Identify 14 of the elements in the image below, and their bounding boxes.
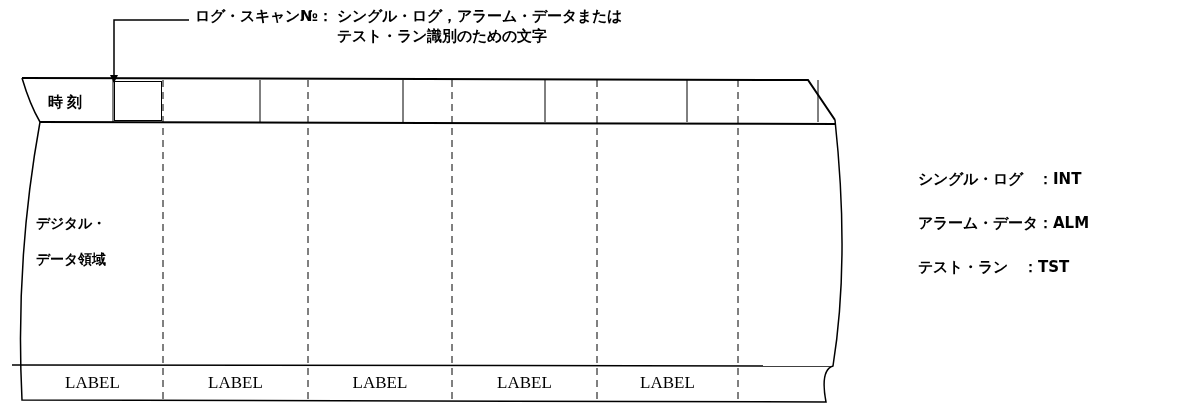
area-label: デジタル・データ領域 xyxy=(36,214,107,269)
log-scan-cell xyxy=(114,81,162,121)
callout-heading: ログ・スキャン№： xyxy=(195,6,334,26)
column-label: LABEL xyxy=(351,372,409,394)
column-label: LABEL xyxy=(207,372,264,394)
code-definition: シングル・ログ ：INT xyxy=(918,169,1082,190)
leader-line xyxy=(110,19,190,83)
code-definition: テスト・ラン ：TST xyxy=(918,257,1070,278)
time-heading: 時刻 xyxy=(48,92,86,113)
code-definition: アラーム・データ：ALM xyxy=(918,213,1090,234)
column-label: LABEL xyxy=(496,372,553,394)
callout-text: シングル・ログ，アラーム・データまたはテスト・ラン識別のための文字 xyxy=(336,6,624,46)
column-label: LABEL xyxy=(64,372,121,394)
column-label: LABEL xyxy=(639,372,696,394)
